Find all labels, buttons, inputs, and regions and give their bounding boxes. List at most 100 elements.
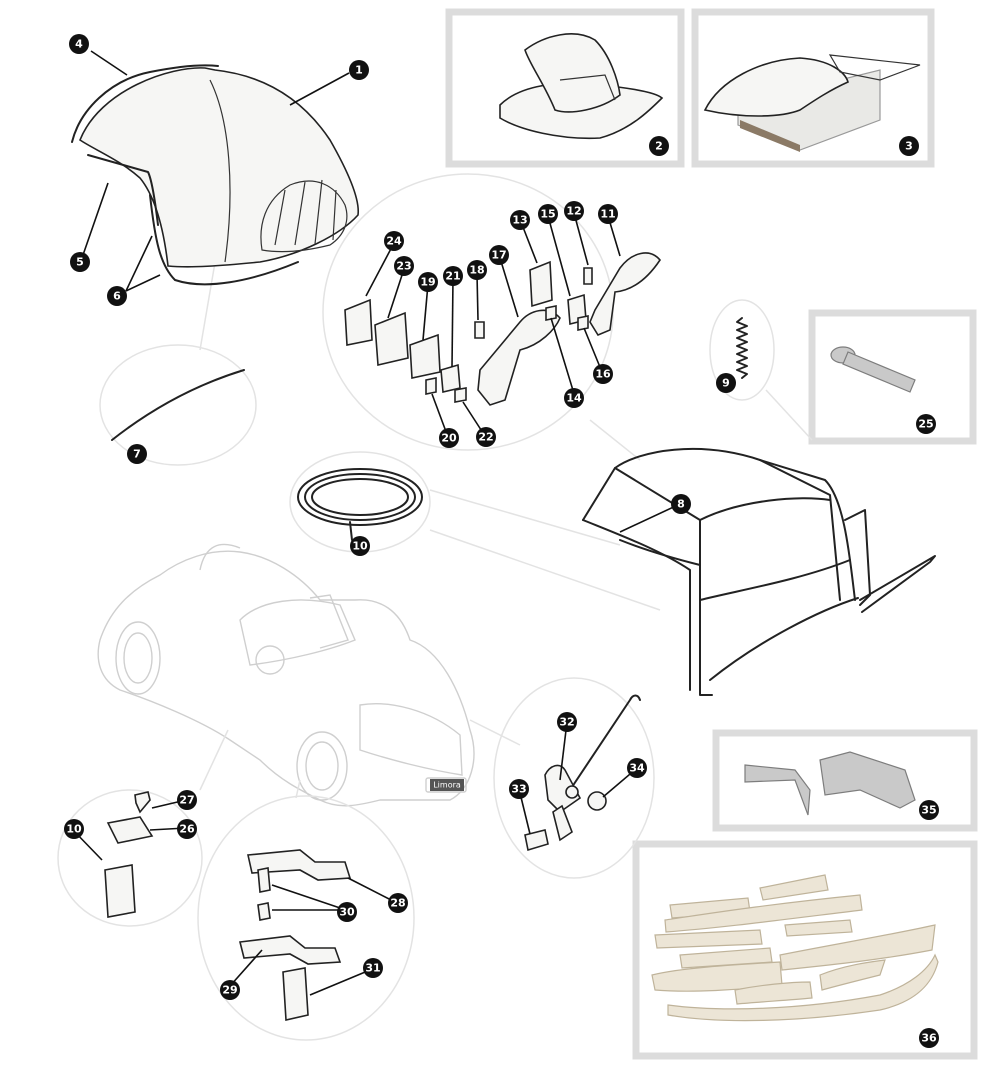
catch-11 [589,252,661,337]
screw-14 [545,305,557,321]
hardware-cluster [344,252,661,406]
screw-12 [583,267,593,285]
callout-22: 22 [476,427,496,447]
catch-17 [477,309,561,406]
callout-5: 5 [70,252,90,272]
svg-text:24: 24 [386,235,402,248]
pad-24 [344,298,373,346]
callout-3: 3 [899,136,919,156]
svg-text:36: 36 [921,1032,937,1045]
svg-text:4: 4 [75,38,83,51]
svg-text:6: 6 [113,290,121,303]
callout-20: 20 [439,428,459,448]
svg-text:35: 35 [921,804,936,817]
trim-strip-4 [71,64,219,143]
callout-12: 12 [564,201,584,221]
callout-26: 26 [177,819,197,839]
callout-1: 1 [349,60,369,80]
halo-part-28-31 [197,795,415,1041]
svg-text:32: 32 [559,716,574,729]
svg-text:29: 29 [222,984,237,997]
svg-text:27: 27 [179,794,194,807]
svg-text:22: 22 [478,431,493,444]
soft-top [79,67,360,268]
callout-2: 2 [649,136,669,156]
callout-9: 9 [716,373,736,393]
box-part-35 [712,729,978,832]
callout-10: 10 [350,536,370,556]
callout-33: 33 [509,779,529,799]
svg-text:25: 25 [918,418,933,431]
svg-text:30: 30 [339,906,355,919]
rail-5 [87,154,159,226]
callout-30: 30 [337,902,357,922]
svg-text:23: 23 [396,260,411,273]
callout-18: 18 [467,260,487,280]
callout-16: 16 [593,364,613,384]
svg-text:31: 31 [365,962,380,975]
callout-21: 21 [443,266,463,286]
callout-8: 8 [671,494,691,514]
svg-text:9: 9 [722,377,730,390]
box-part-36 [632,840,978,1060]
car-illustration [97,543,475,807]
svg-text:34: 34 [629,762,645,775]
strip-7 [111,369,245,441]
callout-32: 32 [557,712,577,732]
svg-text:2: 2 [655,140,663,153]
block-19 [409,333,441,379]
svg-text:18: 18 [469,264,484,277]
halo-latch [493,677,655,879]
callout-15: 15 [538,204,558,224]
callout-13: 13 [510,210,530,230]
callout-34: 34 [627,758,647,778]
clip-21 [440,363,461,393]
svg-text:20: 20 [441,432,457,445]
callout-23: 23 [394,256,414,276]
leader-lines [71,50,681,996]
callout-24: 24 [384,231,404,251]
svg-text:12: 12 [566,205,581,218]
callout-11: 11 [598,204,618,224]
halo-part-26-27 [57,789,203,927]
callout-7: 7 [127,444,147,464]
latch-assembly [524,694,641,852]
tonneau-2 [499,33,664,140]
callout-25: 25 [916,414,936,434]
license-plate-text: Limora [433,781,461,790]
wood-strips-36 [651,874,939,1022]
plate-set-28-31 [239,849,352,1021]
callout-10-lower: 10 [64,819,84,839]
svg-text:8: 8 [677,498,685,511]
svg-text:13: 13 [512,214,527,227]
svg-text:33: 33 [511,783,526,796]
screw-20 [425,377,437,395]
seal-coil-10 [297,468,423,541]
svg-text:26: 26 [179,823,195,836]
pin-25 [830,346,916,393]
halo-part-7 [99,344,257,466]
box-part-3 [691,8,935,168]
callout-28: 28 [388,893,408,913]
spring-9 [736,317,748,379]
box-part-2 [445,8,685,168]
svg-text:16: 16 [595,368,611,381]
svg-text:11: 11 [600,208,615,221]
hood-frame-8 [582,447,936,696]
license-plate [430,779,464,791]
svg-text:1: 1 [355,64,363,77]
halo-part-9 [709,299,775,401]
callout-17: 17 [489,245,509,265]
svg-text:10: 10 [66,823,82,836]
screw-18 [474,321,485,339]
callout-19: 19 [418,272,438,292]
callout-35: 35 [919,800,939,820]
svg-text:15: 15 [540,208,555,221]
brackets-35 [744,751,916,816]
callout-4: 4 [69,34,89,54]
callout-31: 31 [363,958,383,978]
screw-16 [577,315,589,331]
bead-6 [149,194,299,286]
svg-text:17: 17 [491,249,506,262]
